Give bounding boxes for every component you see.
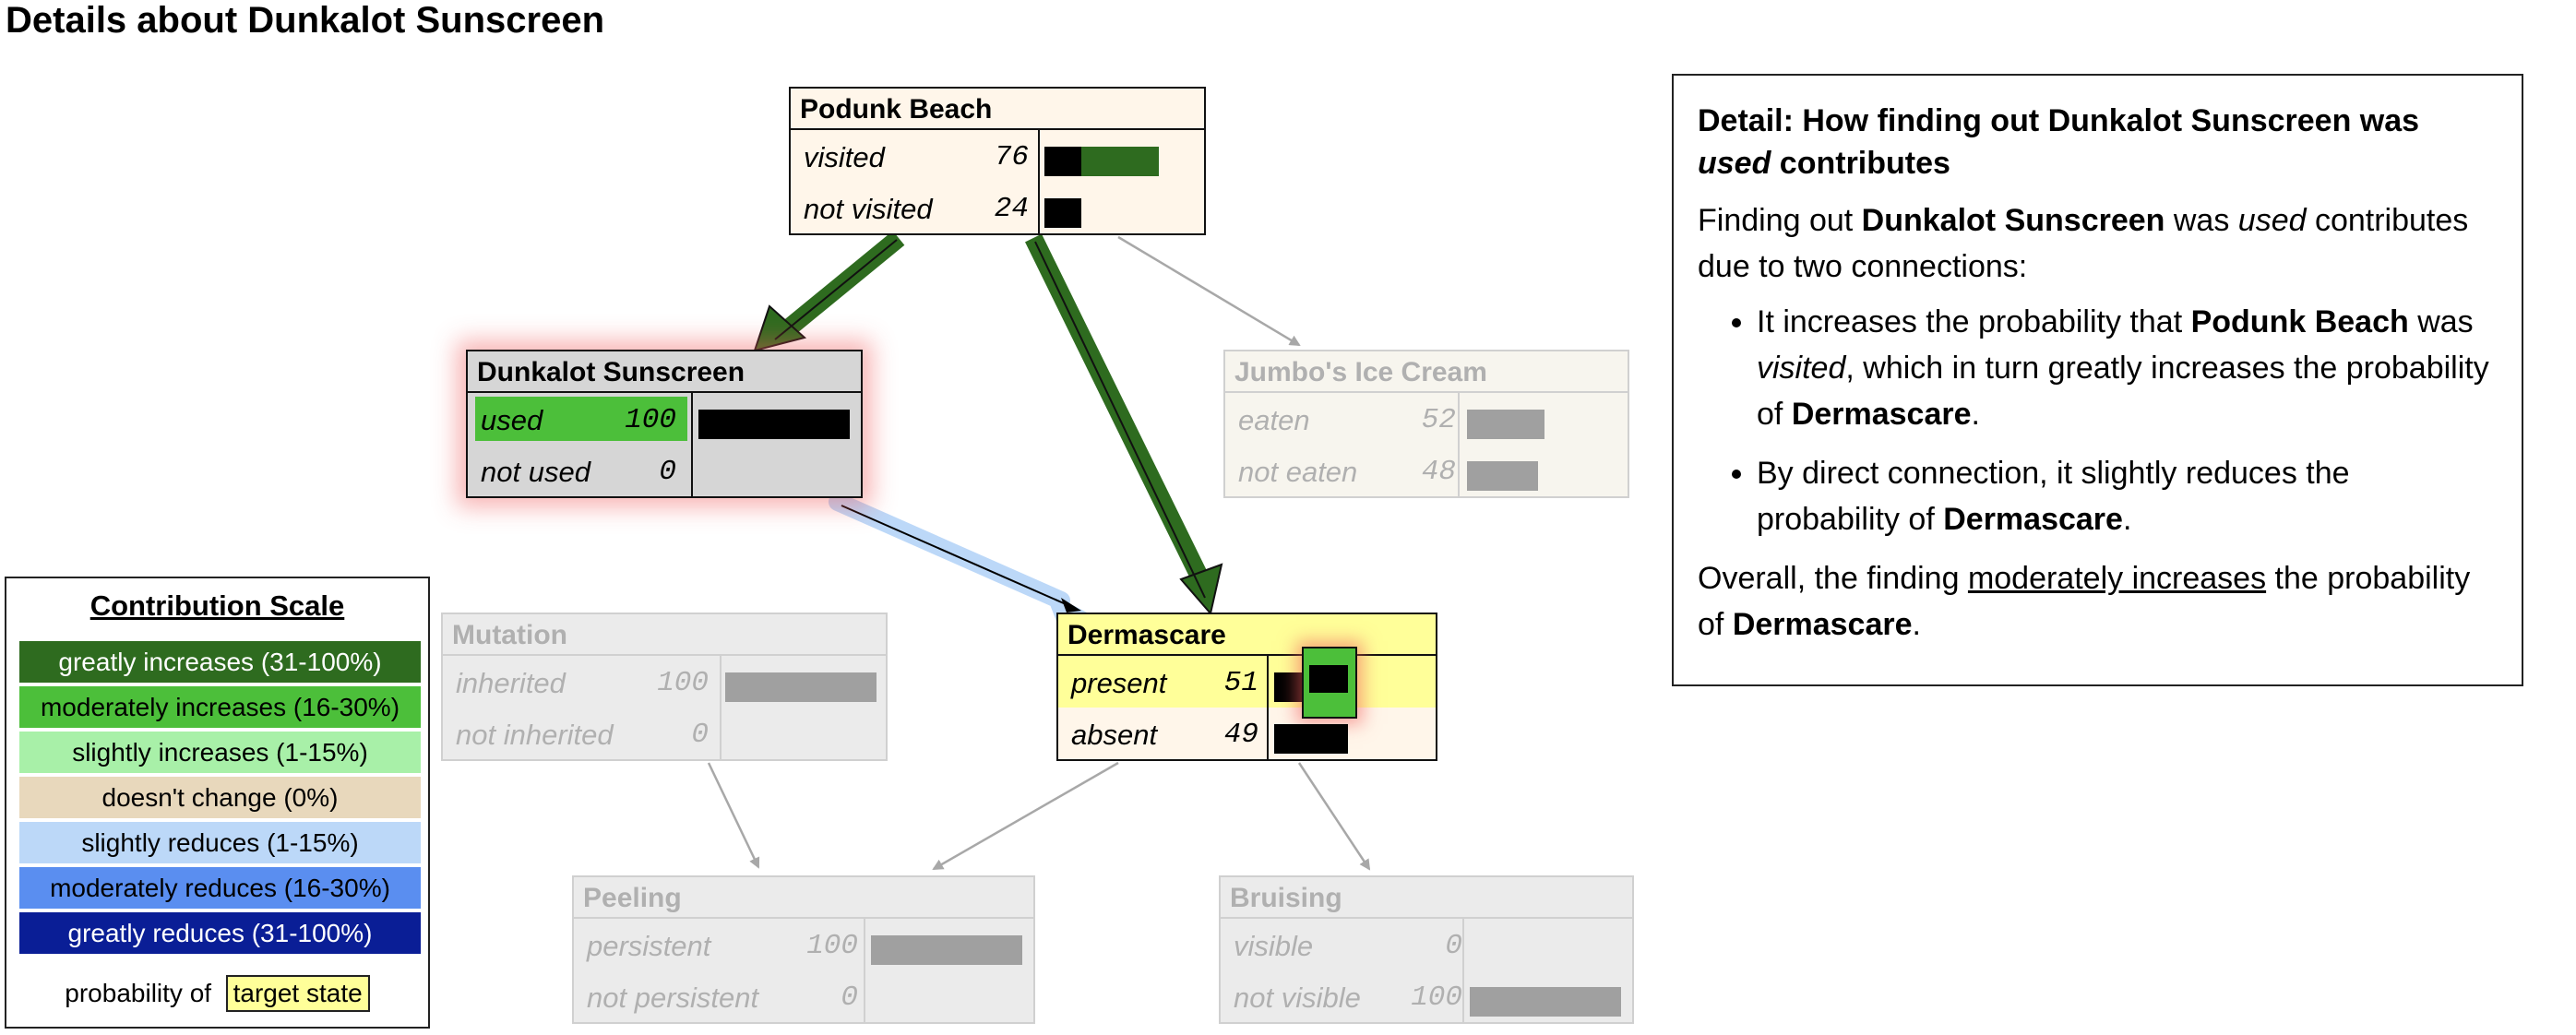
legend-title: Contribution Scale [89,589,345,622]
link-dermascare-bruising [1297,762,1371,871]
state-value: 100 [806,930,858,962]
legend-item-greatly-reduces: greatly reduces (31-100%) [19,912,421,954]
state-persistent[interactable]: persistent 100 [574,919,1033,970]
bar-increase [1081,147,1159,176]
state-eaten[interactable]: eaten 52 [1225,393,1628,445]
state-name: not inherited [456,719,614,751]
contribution-scale-legend: Contribution Scale greatly increases (31… [5,577,430,1029]
link-podunk-jumbo [1117,235,1301,347]
state-not-inherited[interactable]: not inherited 0 [443,708,886,759]
state-name: inherited [456,667,566,699]
bar-before [1044,198,1081,228]
state-name: absent [1071,719,1158,751]
detail-overall: Overall, the finding moderately increase… [1698,561,2471,642]
state-not-visited[interactable]: not visited 24 [791,182,1204,233]
legend-target-state: target state [225,975,370,1012]
state-value: 0 [1445,930,1462,962]
state-name: not used [481,456,590,488]
node-title: Mutation [443,614,886,656]
state-value: 48 [1421,456,1456,488]
legend-item-slightly-increases: slightly increases (1-15%) [19,732,421,773]
bar-before [1044,147,1081,176]
legend-item-slightly-reduces: slightly reduces (1-15%) [19,822,421,863]
bar-change-highlight [1302,647,1357,719]
node-title: Dunkalot Sunscreen [468,351,861,393]
node-jumbos-ice-cream[interactable]: Jumbo's Ice Cream eaten 52 not eaten 48 [1223,350,1629,498]
state-visible[interactable]: visible 0 [1221,919,1632,970]
state-not-persistent[interactable]: not persistent 0 [574,970,1033,1022]
bar-before [1274,724,1348,754]
node-dermascare[interactable]: Dermascare present 51 absent 49 [1056,613,1437,761]
state-name: visible [1234,930,1314,962]
state-not-visible[interactable]: not visible 100 [1221,970,1632,1022]
state-value: 0 [659,456,676,488]
node-bruising[interactable]: Bruising visible 0 not visible 100 [1219,875,1634,1024]
state-name: used [481,404,543,436]
state-used[interactable]: used 100 [468,393,861,445]
legend-item-greatly-increases: greatly increases (31-100%) [19,641,421,683]
state-name: persistent [587,930,711,962]
detail-title: Detail: How finding out Dunkalot Sunscre… [1698,103,2420,181]
node-mutation[interactable]: Mutation inherited 100 not inherited 0 [441,613,888,761]
bar-prob [1467,410,1544,439]
bar-prob [1470,987,1621,1017]
state-name: eaten [1238,404,1310,436]
state-absent[interactable]: absent 49 [1058,708,1436,759]
state-not-eaten[interactable]: not eaten 48 [1225,445,1628,496]
node-title: Peeling [574,877,1033,919]
legend-item-moderately-increases: moderately increases (16-30%) [19,686,421,728]
bar-prob [725,672,877,702]
node-dunkalot-sunscreen[interactable]: Dunkalot Sunscreen used 100 not used 0 [466,350,863,498]
state-present[interactable]: present 51 [1058,647,1436,719]
state-value: 76 [994,141,1029,173]
legend-item-moderately-reduces: moderately reduces (16-30%) [19,867,421,909]
detail-connection-item: By direct connection, it slightly reduce… [1757,450,2498,542]
detail-intro: Finding out Dunkalot Sunscreen was used … [1698,203,2469,284]
state-name: not eaten [1238,456,1358,488]
detail-connections-list: It increases the probability that Podunk… [1698,299,2498,542]
bar-finding [698,410,850,439]
state-name: not visible [1234,981,1361,1014]
node-podunk-beach[interactable]: Podunk Beach visited 76 not visited 24 [789,87,1206,235]
bar-prob [871,935,1022,965]
page-title: Details about Dunkalot Sunscreen [6,0,605,41]
node-title: Jumbo's Ice Cream [1225,351,1628,393]
legend-item-doesnt-change: doesn't change (0%) [19,777,421,818]
legend-target-key: probability of target state [6,975,428,1012]
state-value: 52 [1421,404,1456,436]
state-name: not persistent [587,981,759,1014]
detail-panel: Detail: How finding out Dunkalot Sunscre… [1672,74,2523,686]
legend-prob-label: probability of [65,979,212,1007]
node-peeling[interactable]: Peeling persistent 100 not persistent 0 [572,875,1035,1024]
state-name: not visited [804,193,933,225]
state-value: 24 [994,193,1029,225]
state-name: present [1071,667,1167,699]
state-name: visited [804,141,885,173]
state-visited[interactable]: visited 76 [791,130,1204,182]
detail-connection-item: It increases the probability that Podunk… [1757,299,2498,437]
node-title: Dermascare [1058,614,1436,656]
state-value: 0 [841,981,858,1014]
bar-prob [1467,461,1538,491]
state-value: 100 [1411,981,1462,1014]
state-value: 49 [1223,719,1258,751]
node-title: Podunk Beach [791,89,1204,130]
state-value: 100 [625,404,676,436]
link-podunk-dermascare [1025,233,1223,616]
state-value: 100 [657,667,709,699]
state-inherited[interactable]: inherited 100 [443,656,886,708]
link-dunkalot-dermascare [829,493,1091,624]
state-not-used[interactable]: not used 0 [468,445,861,496]
state-value: 51 [1223,667,1258,699]
node-title: Bruising [1221,877,1632,919]
link-mutation-peeling [707,762,760,869]
link-dermascare-peeling [932,761,1119,871]
link-podunk-dunkalot [753,231,905,352]
state-value: 0 [691,719,709,751]
